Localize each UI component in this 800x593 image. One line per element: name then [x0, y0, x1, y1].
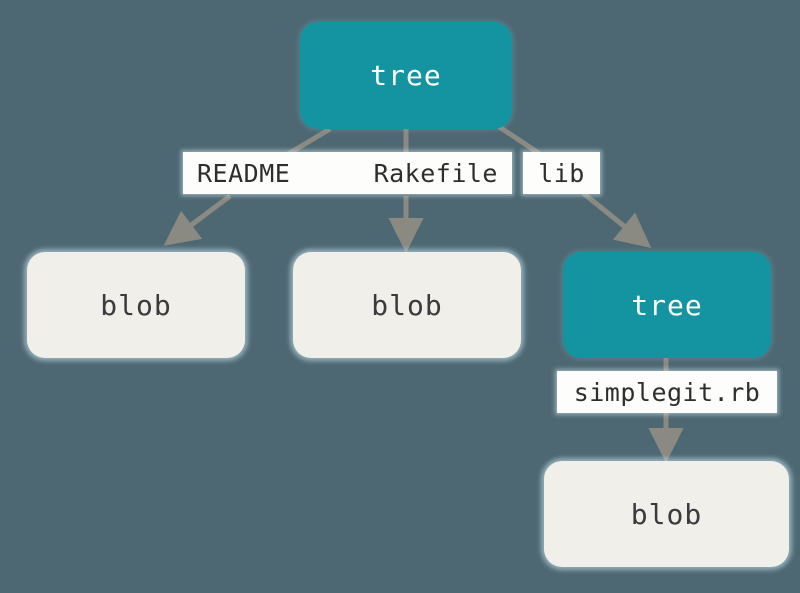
edge-label-simplegit-text: simplegit.rb — [573, 377, 761, 407]
node-tree-root[interactable]: tree — [300, 22, 512, 129]
edge-label-readme: README — [197, 158, 291, 188]
node-blob-readme[interactable]: blob — [27, 252, 245, 358]
edge-label-readme-rakefile: README Rakefile — [183, 152, 512, 194]
node-blob-rakefile[interactable]: blob — [293, 252, 521, 358]
node-label: tree — [370, 59, 442, 92]
edge-label-rakefile: Rakefile — [373, 158, 498, 188]
node-label: tree — [631, 288, 703, 322]
node-blob-simplegit[interactable]: blob — [544, 461, 789, 567]
node-label: blob — [630, 497, 703, 531]
edge-tree-to-lib — [496, 123, 542, 157]
node-label: blob — [100, 288, 172, 322]
edge-lib-to-tree — [581, 191, 652, 249]
node-tree-lib[interactable]: tree — [563, 252, 771, 358]
edge-tree-to-readme — [286, 126, 332, 157]
edge-label-lib: lib — [523, 152, 600, 194]
edge-label-simplegit: simplegit.rb — [557, 371, 777, 413]
node-label: blob — [371, 288, 443, 322]
edge-label-lib-text: lib — [538, 158, 585, 188]
edge-readme-to-blob — [163, 194, 232, 246]
